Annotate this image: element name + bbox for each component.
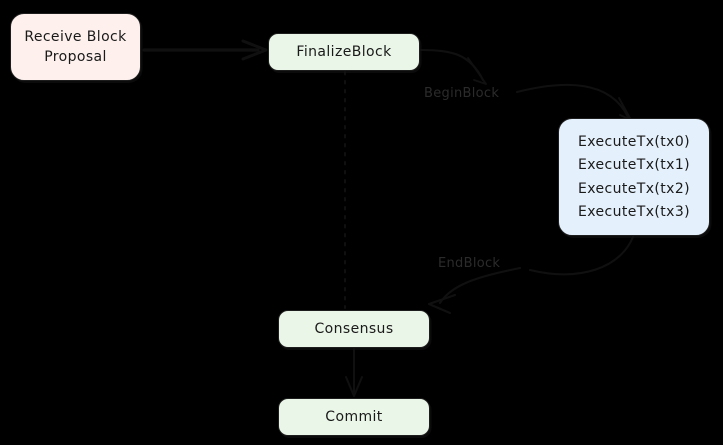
execute-tx-line-0: ExecuteTx(tx0) [577,133,691,150]
edge-endblock-to-consensus [427,266,522,315]
edge-label-begin-block: BeginBlock [424,86,500,101]
node-execute-tx-list[interactable]: ExecuteTx(tx0) ExecuteTx(tx1) ExecuteTx(… [558,118,710,236]
execute-tx-line-1: ExecuteTx(tx1) [577,157,691,174]
edge-receive-to-finalize [142,39,268,61]
node-commit-label: Commit [325,408,383,425]
edge-consensus-to-commit [345,347,363,397]
execute-tx-line-2: ExecuteTx(tx2) [577,180,691,197]
node-commit[interactable]: Commit [278,398,430,436]
node-consensus[interactable]: Consensus [278,310,430,348]
node-receive-label-line2: Proposal [44,49,107,65]
edge-beginblock-to-execute [515,83,632,121]
edge-label-end-block: EndBlock [438,256,501,271]
edge-finalize-to-beginblock [419,48,487,85]
node-finalize-block[interactable]: FinalizeBlock [268,33,420,71]
execute-tx-line-3: ExecuteTx(tx3) [577,203,691,220]
node-finalize-label: FinalizeBlock [296,43,392,60]
node-consensus-label: Consensus [314,320,394,337]
edge-execute-to-endblock [528,235,635,276]
node-receive-block-proposal[interactable]: Receive Block Proposal [10,13,141,81]
node-receive-label-line1: Receive Block [24,28,127,45]
